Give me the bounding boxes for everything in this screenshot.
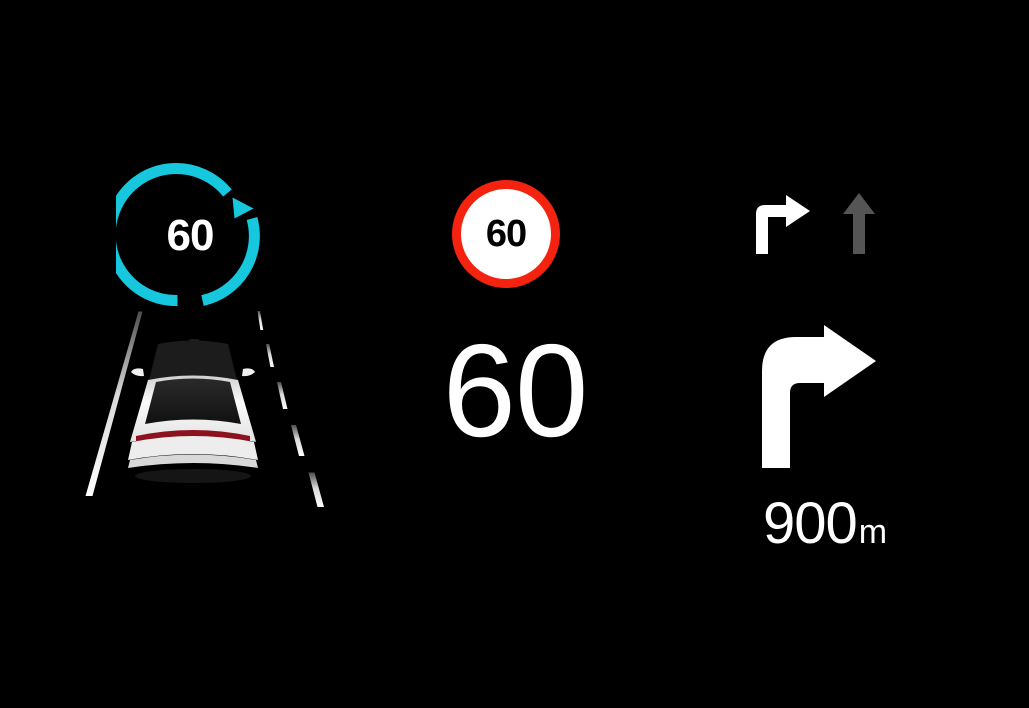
lane-turn-right-icon	[756, 195, 810, 254]
cruise-control-ring-icon	[116, 162, 264, 310]
lane-guidance	[740, 190, 910, 260]
maneuver-distance: 900m	[700, 495, 950, 553]
car-rear-icon	[128, 339, 258, 483]
speed-limit-value: 60	[485, 213, 527, 255]
navigation-panel: 900m	[700, 140, 950, 580]
distance-value: 900	[762, 491, 858, 556]
current-speed-value: 60	[442, 317, 589, 464]
cruise-control-panel: 60	[70, 140, 370, 530]
lane-straight-icon	[843, 193, 875, 254]
speed-panel: 60 60	[400, 140, 630, 500]
cruise-set-speed: 60	[166, 211, 215, 260]
distance-unit: m	[858, 513, 888, 551]
ego-vehicle-lane-view-icon	[70, 308, 370, 518]
speed-limit-sign: 60	[452, 180, 560, 288]
turn-right-arrow-icon	[750, 325, 880, 470]
